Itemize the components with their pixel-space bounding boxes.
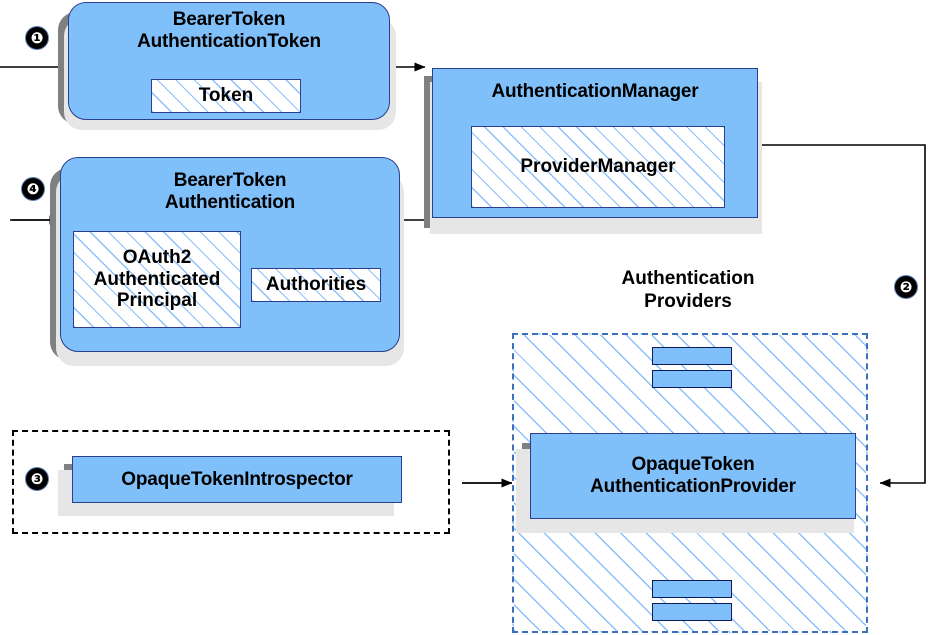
principal-line-3: Principal <box>116 290 198 312</box>
title-line-2: AuthenticationProvider <box>590 476 796 497</box>
step-marker-2: ❷ <box>895 276 917 298</box>
opaque-token-introspector-container <box>12 430 450 534</box>
field-authorities: Authorities <box>251 268 381 302</box>
title-line-1: BearerToken <box>173 170 287 191</box>
authentication-manager-title: AuthenticationManager <box>491 81 699 102</box>
node-bearer-token-authentication[interactable]: BearerToken Authentication OAuth2 Authen… <box>60 157 400 352</box>
bearer-token-authentication-title: BearerToken Authentication <box>165 170 295 214</box>
opaque-token-introspector-title: OpaqueTokenIntrospector <box>121 468 353 490</box>
title-line-1: OpaqueToken <box>631 454 755 476</box>
stacked-bars-icon-top-lower <box>652 370 732 388</box>
principal-line-2: Authenticated <box>93 268 221 290</box>
opaque-token-authentication-provider-title: OpaqueToken AuthenticationProvider <box>590 454 796 498</box>
step-marker-4: ❹ <box>22 178 44 200</box>
bearer-token-authentication-token-title: BearerToken AuthenticationToken <box>137 9 321 53</box>
label-line-2: Providers <box>644 290 732 312</box>
title-line-1: BearerToken <box>172 9 286 30</box>
node-authentication-manager[interactable]: AuthenticationManager ProviderManager <box>432 68 758 218</box>
step-marker-1: ❶ <box>26 27 48 49</box>
node-opaque-token-introspector[interactable]: OpaqueTokenIntrospector <box>72 456 402 503</box>
stacked-bars-icon-bottom-upper <box>652 580 732 598</box>
field-oauth2-authenticated-principal: OAuth2 Authenticated Principal <box>73 231 241 328</box>
title-line-2: Authentication <box>164 191 296 213</box>
title-line-2: AuthenticationToken <box>137 30 321 52</box>
field-provider-manager: ProviderManager <box>471 126 725 208</box>
principal-line-1: OAuth2 <box>122 246 192 268</box>
stacked-bars-icon-top-upper <box>652 347 732 365</box>
stacked-bars-icon-bottom-lower <box>652 603 732 621</box>
node-bearer-token-authentication-token[interactable]: BearerToken AuthenticationToken Token <box>68 2 390 120</box>
label-line-1: Authentication <box>621 268 755 289</box>
step-marker-3: ❸ <box>26 468 48 490</box>
authentication-providers-label: Authentication Providers <box>600 268 776 314</box>
field-token: Token <box>151 79 301 113</box>
node-opaque-token-authentication-provider[interactable]: OpaqueToken AuthenticationProvider <box>530 433 856 519</box>
